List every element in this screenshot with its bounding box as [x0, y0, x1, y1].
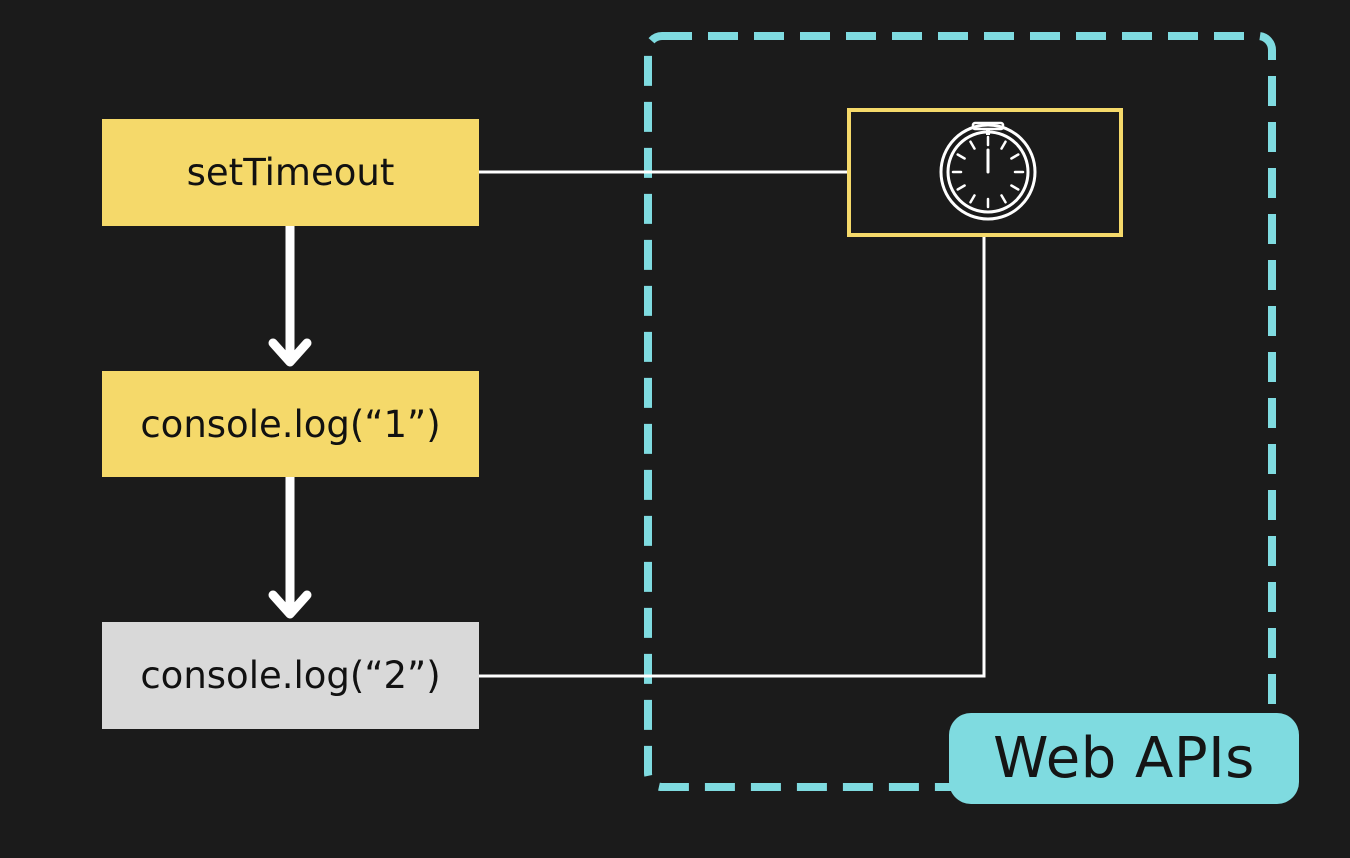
arrow-settimeout-to-log1 — [268, 226, 312, 367]
connector-timer-log2 — [479, 237, 986, 678]
stopwatch-icon — [939, 121, 1037, 221]
console-log-1-node: console.log(“1”) — [102, 371, 479, 477]
web-apis-label: Web APIs — [993, 726, 1255, 791]
console-log-2-label: console.log(“2”) — [140, 654, 441, 697]
arrow-log1-to-log2 — [268, 477, 312, 619]
console-log-2-node: console.log(“2”) — [102, 622, 479, 729]
timer-node — [847, 108, 1123, 237]
console-log-1-label: console.log(“1”) — [140, 402, 441, 446]
settimeout-node: setTimeout — [102, 119, 479, 226]
settimeout-label: setTimeout — [186, 151, 395, 194]
web-apis-label-badge: Web APIs — [949, 713, 1299, 804]
